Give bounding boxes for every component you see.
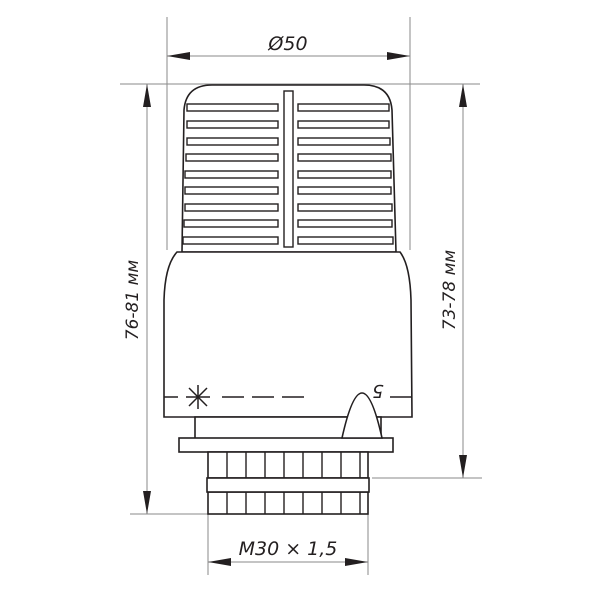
arrow-right-icon (387, 52, 410, 60)
arrow-left-icon (167, 52, 190, 60)
max-setting-marker: 5 (372, 380, 383, 401)
arrow-down-icon (143, 491, 151, 514)
arrow-down-icon (459, 455, 467, 478)
diameter-label: Ø50 (267, 33, 307, 55)
total-height-label: 76-81 мм (123, 260, 143, 341)
diameter-dimension: Ø50 (167, 33, 410, 60)
thread-upper (207, 451, 369, 479)
thread-segments (226, 452, 361, 514)
cap-ribs-right (297, 103, 394, 245)
body-height-label: 73-78 мм (440, 250, 460, 331)
total-height-dimension: 76-81 мм (123, 84, 151, 514)
thread-dimension: M30 × 1,5 (208, 538, 368, 566)
thread-ring (206, 477, 370, 493)
pointer-indicator (341, 392, 383, 439)
cap (181, 84, 397, 253)
arrow-up-icon (459, 84, 467, 107)
arrow-up-icon (143, 84, 151, 107)
thread-lower (207, 491, 369, 515)
arrow-right-icon (345, 558, 368, 566)
arrow-left-icon (208, 558, 231, 566)
thread-label: M30 × 1,5 (239, 538, 338, 560)
body-height-dimension: 73-78 мм (440, 84, 467, 478)
frost-protection-icon (186, 385, 210, 409)
thread (206, 451, 370, 515)
body-outline (163, 251, 413, 418)
flange (178, 437, 394, 453)
cap-ribs-left (182, 103, 279, 245)
cap-center-bar (283, 90, 294, 248)
body: 5 (163, 251, 413, 418)
